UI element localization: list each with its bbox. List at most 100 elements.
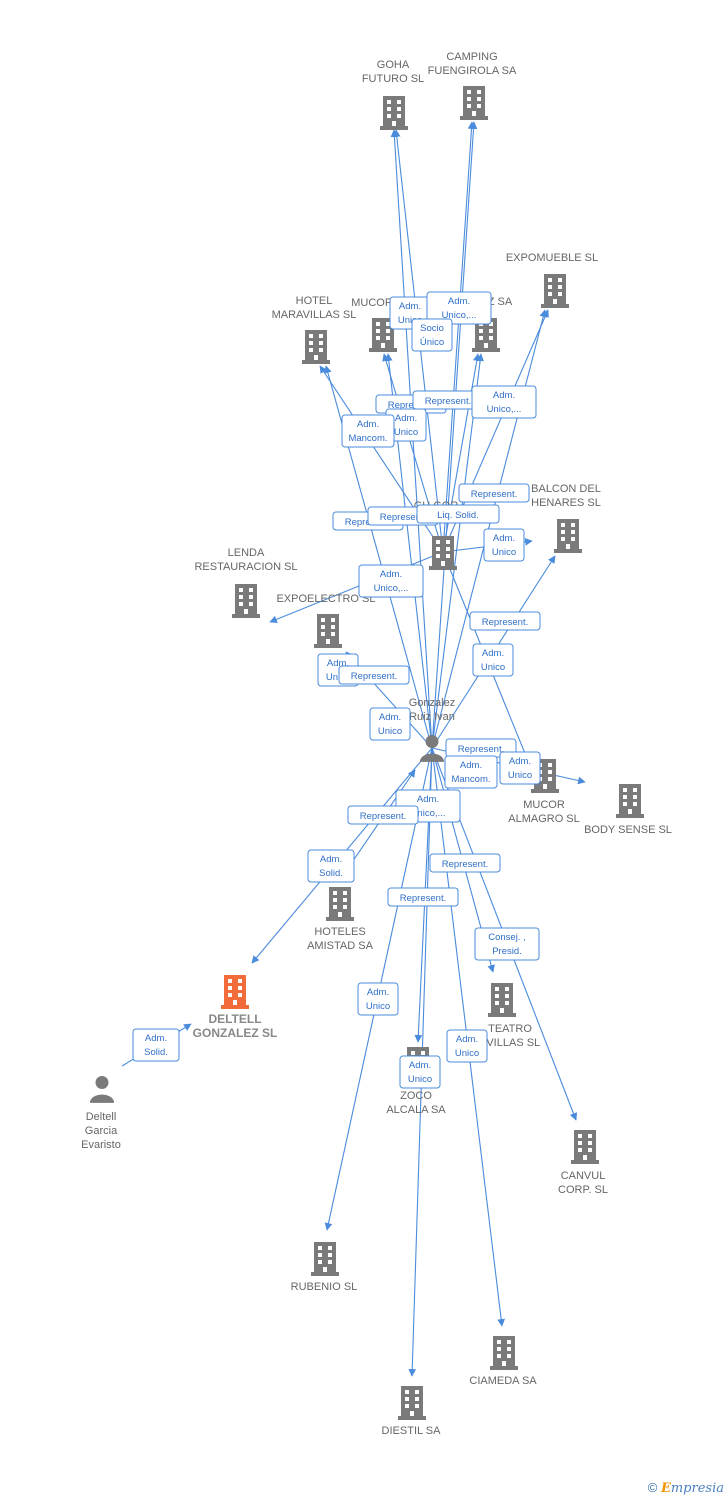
edge-role-label: Adm.Unico,...: [471, 385, 537, 419]
edge-label-box: [471, 385, 537, 419]
node-label: CAMPING: [446, 51, 497, 63]
edge-label-text: Unico: [508, 770, 532, 781]
edge-label-text: Mancom.: [348, 433, 387, 444]
node-label: Gonzalez: [409, 697, 455, 709]
company-node[interactable]: RUBENIO SL: [291, 1242, 358, 1293]
edge-label-text: Adm.: [357, 419, 379, 430]
edge-label-text: Adm.: [493, 390, 515, 401]
company-node[interactable]: CIAMEDA SA: [469, 1336, 537, 1387]
company-node[interactable]: EXPOMUEBLE SL: [506, 252, 598, 308]
edge-role-label: Represent.: [338, 665, 410, 685]
edge-label-text: Represent.: [442, 859, 488, 870]
node-label: Ruiz Ivan: [409, 711, 455, 723]
edge-label-text: Adm.: [448, 296, 470, 307]
edge-role-label: Liq. Solid.: [416, 504, 500, 524]
edge-label-box: [347, 805, 419, 825]
edge-label-box: [357, 982, 399, 1016]
building-icon: [490, 1336, 518, 1370]
building-icon: [541, 274, 569, 308]
edge-label-box: [458, 483, 530, 503]
building-icon: [302, 330, 330, 364]
node-label: GONZALEZ SL: [193, 1026, 278, 1040]
company-node[interactable]: MUCOR: [351, 297, 397, 352]
edge-role-label: Adm. Unico,...: [426, 291, 492, 325]
edge-label-box: [472, 643, 514, 677]
edge-label-text: Unico: [408, 1074, 432, 1085]
edge-label-box: [499, 751, 541, 785]
company-node[interactable]: LENDA RESTAURACION SL: [194, 547, 298, 618]
company-node[interactable]: Z SA: [472, 296, 513, 352]
edge-label-text: Mancom.: [451, 774, 490, 785]
relation-edge: [269, 551, 444, 623]
edge-label-box: [307, 849, 355, 883]
edge-label-text: Represent.: [458, 744, 504, 755]
edge-label-text: Adm.: [379, 712, 401, 723]
edge-label-text: Solid.: [144, 1047, 168, 1058]
footer-brand: © Empresia: [648, 1480, 724, 1496]
edge-label-text: Unico,...: [411, 808, 446, 819]
edge-label-box: [474, 927, 540, 961]
edge-label-text: Adm.: [320, 854, 342, 865]
node-label: HENARES SL: [531, 497, 601, 509]
node-label: CIAMEDA SA: [469, 1375, 537, 1387]
building-icon: [232, 584, 260, 618]
edge-label-box: [426, 291, 492, 325]
node-label: BALCON DEL: [531, 483, 601, 495]
building-icon: [616, 784, 644, 818]
edge-role-label: Adm. Unico: [499, 751, 541, 785]
node-label: EXPOMUEBLE SL: [506, 252, 598, 264]
edge-role-label: Consej. ,Presid.: [474, 927, 540, 961]
edge-label-text: Adm.: [327, 658, 349, 669]
edge-label-text: Adm.: [380, 569, 402, 580]
edge-label-text: Único: [420, 337, 444, 348]
edge-label-text: Unico,...: [442, 310, 477, 321]
node-label: Deltell: [86, 1111, 117, 1123]
edge-label-text: Adm.: [456, 1034, 478, 1045]
edge-label-box: [338, 665, 410, 685]
edge-label-text: Unico: [366, 1001, 390, 1012]
node-label: CORP. SL: [558, 1184, 608, 1196]
node-label: MARAVILLAS SL: [272, 309, 357, 321]
company-node[interactable]: BALCON DEL HENARES SL: [531, 483, 601, 553]
edge-label-text: Unico: [481, 662, 505, 673]
edge-label-text: Represent.: [482, 617, 528, 628]
edge-labels-layer: Adm.UnicoAdm.Unico,...SocioÚnicoRepresen…: [132, 291, 541, 1089]
edge-label-text: Adm.: [482, 648, 504, 659]
edge-label-text: Represent.: [388, 400, 434, 411]
building-icon: [314, 614, 342, 648]
node-label: FUTURO SL: [362, 73, 424, 85]
edge-role-label: Adm. Mancom.: [341, 414, 395, 448]
company-node[interactable]: DIESTIL SA: [382, 1386, 442, 1437]
edge-label-text: Adm.: [509, 756, 531, 767]
building-icon: [311, 1242, 339, 1276]
node-label: RESTAURACION SL: [194, 561, 297, 573]
edge-role-label: Adm.Unico: [399, 1055, 441, 1089]
node-label: LENDA: [228, 547, 265, 559]
company-node[interactable]: BODY SENSE SL: [584, 784, 672, 836]
brand-logo-e: E: [660, 1481, 671, 1496]
edge-label-box: [469, 611, 541, 631]
copyright-symbol: ©: [647, 1480, 658, 1495]
building-icon: [221, 975, 249, 1009]
edge-role-label: Adm.Unico: [385, 408, 427, 442]
edge-label-box: [341, 414, 395, 448]
building-icon: [380, 96, 408, 130]
edge-label-text: Presid.: [492, 946, 522, 957]
brand-logo-text: Empresia: [661, 1481, 724, 1496]
edge-label-text: Liq. Solid.: [437, 510, 479, 521]
node-label: HOTELES: [314, 926, 365, 938]
edge-label-text: Socio: [420, 323, 444, 334]
edge-label-box: [132, 1028, 180, 1062]
company-node[interactable]: EXPOELECTRO SL: [276, 593, 376, 648]
